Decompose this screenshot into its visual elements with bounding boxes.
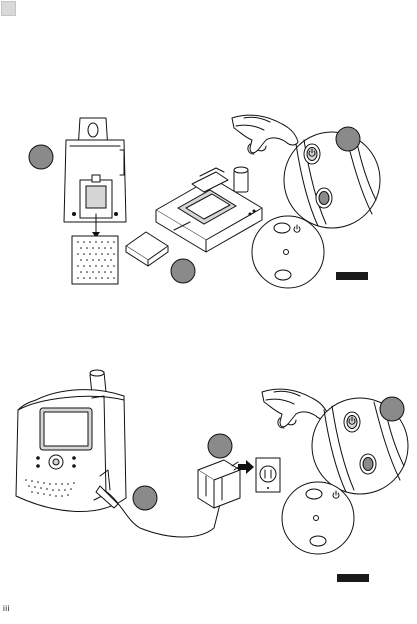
battery-installation-illustration	[0, 100, 417, 300]
step-marker-3	[336, 127, 360, 151]
page-number: iii	[3, 604, 10, 614]
wall-outlet-drawing	[256, 458, 280, 492]
camera-unit-open-drawing	[156, 167, 262, 252]
battery-pack-drawing	[126, 232, 168, 266]
label-tag	[337, 574, 369, 582]
step-marker-1	[29, 145, 53, 169]
step-marker-3	[380, 397, 404, 421]
charging-illustration	[0, 365, 417, 585]
step-marker-2	[171, 259, 195, 283]
step-marker-1	[133, 486, 157, 510]
led-indicator-panel	[282, 482, 354, 554]
power-adapter-drawing	[198, 460, 240, 508]
battery-cover-drawing	[72, 236, 118, 284]
label-tag	[336, 272, 368, 280]
handset-front-drawing	[16, 370, 126, 511]
hand-pressing-drawing	[232, 115, 298, 154]
power-button-zoom-circle	[284, 132, 380, 228]
handset-back-drawing	[64, 118, 126, 238]
step-marker-2	[208, 434, 232, 458]
section-tab-marker	[1, 1, 16, 16]
led-indicator-panel	[252, 216, 324, 288]
